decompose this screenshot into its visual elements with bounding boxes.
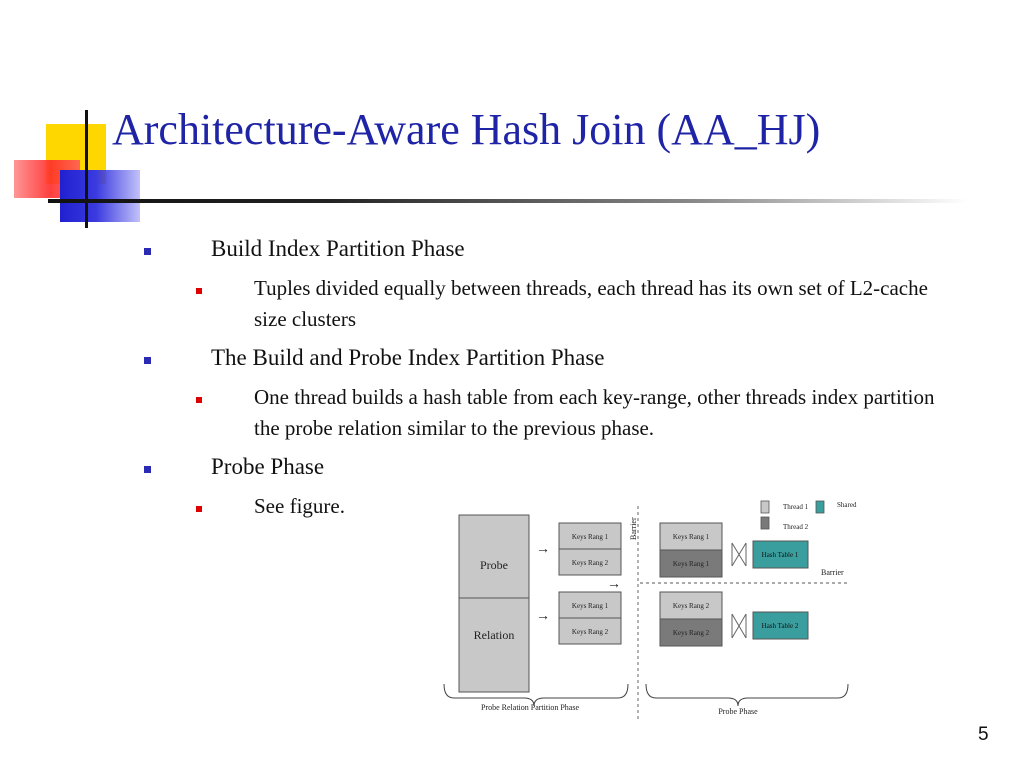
bullet-2-sub-text: One thread builds a hash table from each… <box>254 385 935 440</box>
svg-text:Keys Rang 2: Keys Rang 2 <box>673 602 710 610</box>
legend-shared-label: Shared <box>837 501 857 509</box>
svg-text:Keys Rang 1: Keys Rang 1 <box>572 533 609 541</box>
legend-thread1-swatch <box>760 500 770 514</box>
right-keys-range-2-thread2 <box>659 618 723 647</box>
svg-text:Keys Rang 1: Keys Rang 1 <box>673 560 710 568</box>
right-phase-label: Probe Phase <box>718 707 758 716</box>
legend-thread2-swatch <box>760 516 770 530</box>
bullet-icon <box>144 357 154 367</box>
horizontal-barrier-label: Barrier <box>821 568 844 577</box>
hash-table-1 <box>752 540 809 569</box>
left-keys-range-2-a <box>558 548 622 576</box>
right-keys-range-1-thread2 <box>659 549 723 578</box>
logo-vertical-line <box>85 110 88 228</box>
legend-thread1-label: Thread 1 <box>783 503 809 511</box>
sub-bullet-icon <box>196 506 202 512</box>
arrow-icon: → <box>607 577 621 592</box>
sub-bullet-icon <box>196 397 202 403</box>
connector-icon <box>731 542 747 567</box>
svg-text:Hash Table 2: Hash Table 2 <box>762 622 799 630</box>
bullet-1-text: Build Index Partition Phase <box>211 236 465 261</box>
right-keys-range-2-thread1 <box>659 591 723 620</box>
left-phase-brace <box>443 683 629 707</box>
probe-relation-box <box>458 514 530 693</box>
svg-text:Keys Rang 1: Keys Rang 1 <box>572 602 609 610</box>
bullet-2-text: The Build and Probe Index Partition Phas… <box>211 345 605 370</box>
bullet-3-text: Probe Phase <box>211 454 325 479</box>
vertical-barrier-label: Barrier <box>629 517 638 540</box>
probe-phase-figure: Probe Relation → → → Keys Rang 1 Keys Ra… <box>443 500 857 722</box>
logo-blue-square <box>60 170 140 222</box>
relation-label: Relation <box>474 628 515 642</box>
connector-icon <box>731 613 747 639</box>
title-underline <box>48 199 968 203</box>
bullet-1-sub-text: Tuples divided equally between threads, … <box>254 276 928 331</box>
arrow-icon: → <box>536 542 550 557</box>
left-phase-label: Probe Relation Partition Phase <box>481 703 579 712</box>
slide-title: Architecture-Aware Hash Join (AA_HJ) <box>112 105 821 154</box>
bullet-icon <box>144 248 154 258</box>
arrow-icon: → <box>536 609 550 624</box>
left-keys-range-1-a <box>558 522 622 550</box>
legend-thread2-label: Thread 2 <box>783 523 809 531</box>
slide-number: 5 <box>978 724 989 745</box>
right-phase-brace <box>645 683 849 707</box>
hash-table-2 <box>752 611 809 640</box>
right-keys-range-1-thread1 <box>659 522 723 551</box>
bullet-3-sub-text: See figure. <box>254 494 345 518</box>
svg-text:Hash Table 1: Hash Table 1 <box>762 551 799 559</box>
svg-text:Keys Rang 2: Keys Rang 2 <box>572 628 609 636</box>
svg-text:Keys Rang 1: Keys Rang 1 <box>673 533 710 541</box>
legend-shared-swatch <box>815 500 825 514</box>
svg-text:Keys Rang 2: Keys Rang 2 <box>572 559 609 567</box>
svg-text:Keys Rang 2: Keys Rang 2 <box>673 629 710 637</box>
bullet-icon <box>144 466 154 476</box>
left-keys-range-2-b <box>558 617 622 645</box>
sub-bullet-icon <box>196 288 202 294</box>
probe-label: Probe <box>480 558 508 572</box>
